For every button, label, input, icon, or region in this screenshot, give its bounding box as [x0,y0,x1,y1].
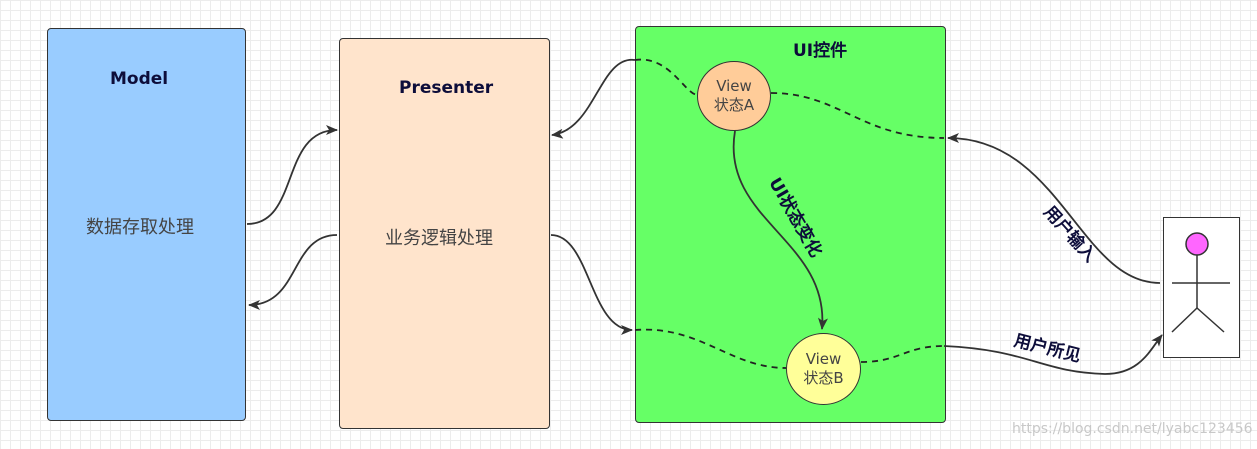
user-stick-figure [1171,232,1230,333]
user-input-arrow [947,133,1161,284]
model-to-presenter-arrow [246,125,338,225]
view-state-b-line2: 状态B [803,369,844,387]
model-box [47,28,246,421]
presenter-to-ui-arrow [550,234,633,335]
presenter-to-model-arrow [248,234,338,310]
state-a-dashed-right [770,92,945,139]
view-state-a-line1: View [716,77,752,95]
state-change-arrow [732,130,828,330]
watermark: https://blog.csdn.net/lyabc123456 [1012,421,1253,437]
user-head [1185,232,1209,256]
user-actor-box [1163,217,1240,358]
view-state-b-node: View 状态B [786,333,861,405]
view-state-b-line1: View [805,350,842,368]
state-b-dashed-right [860,345,945,363]
ui-control-title: UI控件 [793,41,848,61]
presenter-box [339,38,550,429]
view-state-a-node: View 状态A [697,61,771,131]
state-b-dashed-left [634,328,787,369]
state-a-dashed-left [634,58,699,96]
model-body: 数据存取处理 [86,217,194,238]
presenter-body: 业务逻辑处理 [385,228,493,249]
presenter-title: Presenter [399,78,494,98]
model-title: Model [110,69,169,89]
user-sees-arrow [943,334,1163,375]
view-state-a-line2: 状态A [713,96,755,114]
state-a-to-presenter-arrow [551,59,636,139]
